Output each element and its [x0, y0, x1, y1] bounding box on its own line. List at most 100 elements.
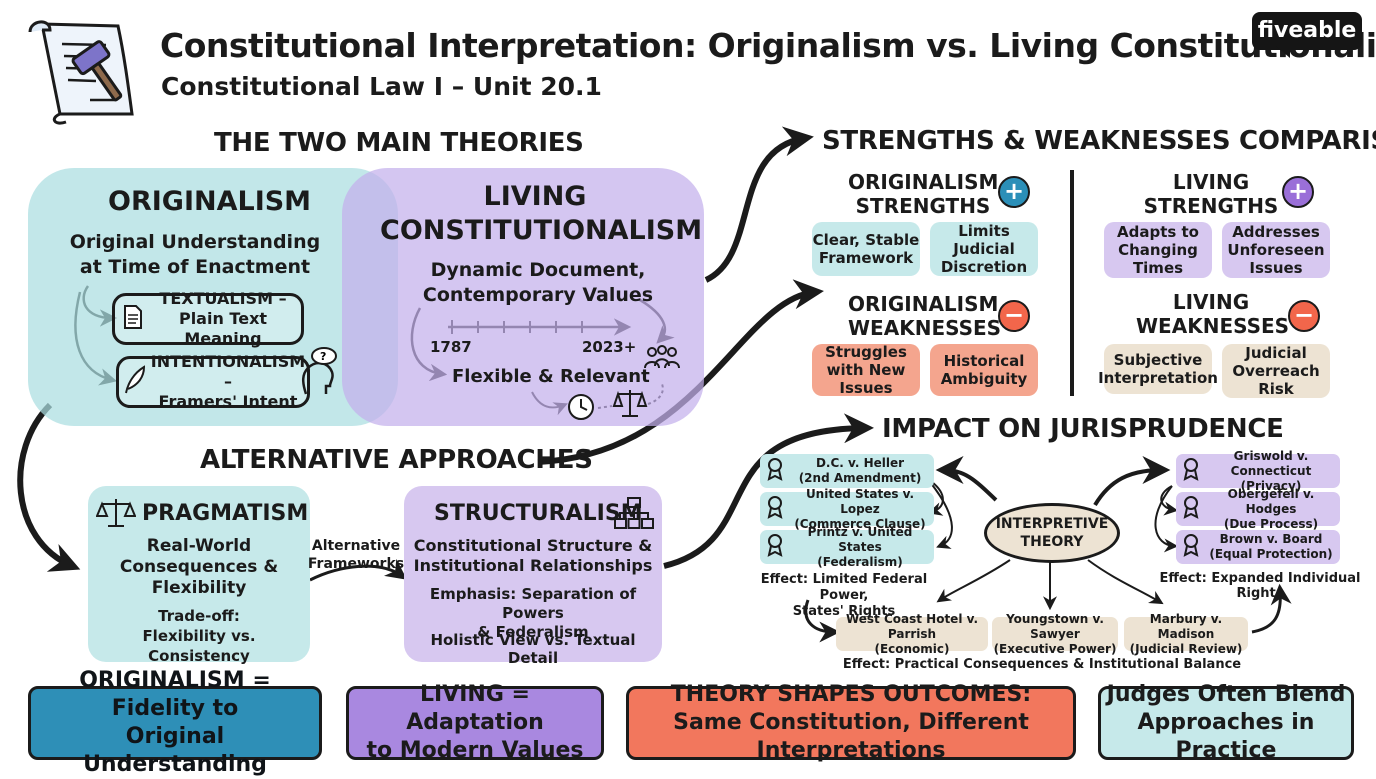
- living-weaknesses-label: LIVING WEAKNESSES: [1136, 290, 1289, 338]
- orig-weaknesses-line2: WEAKNESSES: [848, 316, 1002, 340]
- case-name: Marbury v. Madison: [1149, 611, 1223, 641]
- intentionalism-detail: Framers' Intent: [158, 392, 298, 411]
- scales-icon: [95, 496, 137, 534]
- minus-icon: −: [998, 300, 1030, 332]
- footer-line2: to Modern Values: [366, 738, 584, 763]
- weakness-chip: Subjective Interpretation: [1098, 344, 1218, 394]
- pragmatism-line3: Flexibility: [151, 578, 247, 598]
- plus-icon: +: [998, 176, 1030, 208]
- award-icon: [764, 457, 786, 485]
- footer-line1: ORIGINALISM = Fidelity to: [79, 668, 271, 721]
- case-name: West Coast Hotel v. Parrish: [845, 611, 979, 641]
- org-chart-icon: [614, 496, 654, 534]
- living-constitutionalism-bubble: [342, 168, 704, 426]
- people-group-icon: [642, 344, 682, 378]
- left-effect-line2: States' Rights: [792, 604, 896, 619]
- award-icon: [764, 495, 786, 523]
- alternative-approaches-heading: ALTERNATIVE APPROACHES: [200, 445, 593, 475]
- tradeoff-label: Trade-off:: [158, 607, 240, 625]
- pragmatism-description: Real-World Consequences & Flexibility: [92, 536, 306, 599]
- case-name: D.C. v. Heller: [815, 456, 905, 470]
- footer-line1: LIVING = Adaptation: [406, 682, 544, 735]
- living-strengths-label: LIVING STRENGTHS: [1136, 170, 1286, 218]
- theory-node-line2: THEORY: [1020, 534, 1084, 550]
- case-name: Griswold v. Connecticut: [1230, 448, 1312, 478]
- footer-line1: THEORY SHAPES OUTCOMES:: [670, 682, 1032, 707]
- pragmatism-line1: Real-World: [146, 536, 252, 556]
- timeline-start-year: 1787: [430, 338, 472, 356]
- award-icon: [764, 533, 786, 561]
- case-card: Marbury v. Madison(Judicial Review): [1124, 612, 1248, 656]
- case-name: Brown v. Board: [1219, 532, 1323, 546]
- comparison-heading: STRENGTHS & WEAKNESSES COMPARISON: [822, 126, 1376, 156]
- weakness-chip: Struggles with New Issues: [812, 343, 920, 397]
- alternative-frameworks-label: Alternative Frameworks: [306, 537, 406, 573]
- case-detail: (Commerce Clause): [794, 516, 926, 531]
- living-desc-line2: Contemporary Values: [422, 284, 654, 306]
- case-card: D.C. v. Heller(2nd Amendment): [760, 454, 934, 488]
- interpretive-theory-node: INTERPRETIVE THEORY: [984, 503, 1120, 563]
- case-name: Youngstown v. Sawyer: [1006, 611, 1104, 641]
- living-title-line2: CONSTITUTIONALISM: [380, 215, 703, 246]
- strength-chip: Addresses Unforeseen Issues: [1222, 222, 1330, 278]
- living-weaknesses-line1: LIVING: [1172, 290, 1250, 314]
- document-icon: [121, 304, 145, 335]
- intentionalism-box: INTENTIONALISM – Framers' Intent: [116, 352, 310, 411]
- timeline-end-year: 2023+: [582, 338, 637, 356]
- case-detail: (Equal Protection): [1209, 547, 1333, 561]
- living-strengths-line1: LIVING: [1172, 170, 1250, 194]
- clock-icon: [566, 392, 596, 426]
- tradeoff-detail: Flexibility vs. Consistency: [142, 627, 256, 665]
- footer-line1: Judges Often Blend: [1106, 682, 1346, 707]
- originalism-desc-line1: Original Understanding: [69, 231, 321, 253]
- footer-line2: Original Understanding: [83, 724, 267, 777]
- case-detail: (Judicial Review): [1129, 641, 1243, 656]
- structuralism-line1: Constitutional Structure &: [413, 536, 653, 555]
- case-card: Griswold v. Connecticut(Privacy): [1176, 449, 1340, 493]
- strength-chip: Adapts to Changing Times: [1104, 222, 1212, 278]
- footer-line2: Approaches in Practice: [1137, 710, 1315, 763]
- fiveable-logo: fiveable: [1252, 12, 1362, 50]
- scales-icon: [612, 386, 648, 424]
- strength-chip: Limits Judicial Discretion: [930, 222, 1038, 276]
- bottom-effect-label: Effect: Practical Consequences & Institu…: [842, 657, 1242, 672]
- structuralism-description: Constitutional Structure & Institutional…: [408, 536, 658, 576]
- pragmatism-tradeoff: Trade-off: Flexibility vs. Consistency: [92, 606, 306, 666]
- case-card: Brown v. Board(Equal Protection): [1176, 530, 1340, 564]
- footer-line2: Same Constitution, Different Interpretat…: [673, 710, 1029, 763]
- intentionalism-label: INTENTIONALISM –: [150, 352, 306, 391]
- originalism-weaknesses-label: ORIGINALISM WEAKNESSES: [848, 292, 1002, 340]
- case-name: United States v. Lopez: [805, 486, 915, 516]
- case-detail: (Executive Power): [993, 641, 1117, 656]
- originalism-strengths-label: ORIGINALISM STRENGTHS: [848, 170, 998, 218]
- structuralism-emphasis: Emphasis: Separation of Powers & Federal…: [408, 585, 658, 642]
- originalism-title: ORIGINALISM: [108, 186, 312, 217]
- impact-heading: IMPACT ON JURISPRUDENCE: [882, 414, 1284, 444]
- structuralism-title: STRUCTURALISM: [434, 501, 643, 526]
- quill-icon: [121, 364, 149, 400]
- thinking-head-icon: ?: [298, 346, 340, 402]
- living-title-line1: LIVING: [483, 181, 587, 212]
- svg-text:?: ?: [320, 350, 326, 363]
- right-effect-label: Effect: Expanded Individual Rights: [1159, 571, 1361, 601]
- left-effect-line1: Effect: Limited Federal Power,: [760, 572, 928, 603]
- structuralism-holistic: Holistic View vs. Textual Detail: [430, 631, 636, 667]
- award-icon: [1180, 457, 1202, 485]
- logo-speech-tail: [1276, 46, 1290, 58]
- award-icon: [1180, 533, 1202, 561]
- case-detail: (Due Process): [1223, 516, 1319, 531]
- plus-icon: +: [1282, 176, 1314, 208]
- case-detail: (Privacy): [1240, 478, 1302, 493]
- award-icon: [1180, 495, 1202, 523]
- weakness-chip: Historical Ambiguity: [930, 344, 1038, 396]
- page-subtitle: Constitutional Law I – Unit 20.1: [161, 72, 602, 101]
- originalism-desc-line2: at Time of Enactment: [79, 256, 311, 278]
- footer-card-theory-outcomes: THEORY SHAPES OUTCOMES: Same Constitution…: [626, 682, 1076, 763]
- left-effect-label: Effect: Limited Federal Power, States' R…: [744, 572, 944, 620]
- textualism-detail: Plain Text Meaning: [178, 309, 268, 348]
- textualism-label: TEXTUALISM –: [159, 289, 287, 308]
- living-desc-line1: Dynamic Document,: [430, 259, 646, 281]
- orig-strengths-line1: ORIGINALISM: [848, 170, 999, 194]
- alt-frameworks-line1: Alternative: [311, 538, 401, 554]
- minus-icon: −: [1288, 300, 1320, 332]
